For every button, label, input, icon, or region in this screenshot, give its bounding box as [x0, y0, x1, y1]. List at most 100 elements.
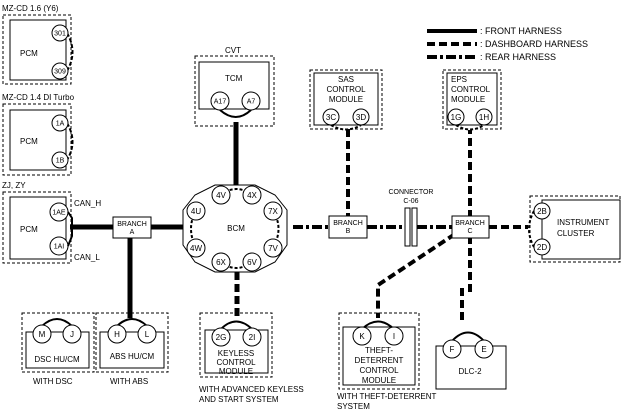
cvt-label: CVT: [225, 46, 241, 55]
connector-label-line-2: C-06: [403, 198, 418, 205]
abs-outline: [95, 312, 169, 373]
theft-outline: [338, 312, 420, 390]
dsc-outline: [21, 312, 95, 373]
pcm-variant-1-outline: [2, 14, 72, 85]
sas-pin-3c: [322, 108, 340, 126]
keyless-label-line-3: MODULE: [219, 367, 253, 376]
dsc-pin-j-label: J: [70, 330, 74, 339]
keyless-pin-2i-label: 2I: [249, 333, 256, 342]
keyless-label-line-1: KEYLESS: [218, 349, 254, 358]
sas-pin-3d-label: 3D: [356, 113, 366, 122]
abs-pin-joint: [116, 318, 148, 327]
legend-rear-label: : REAR HARNESS: [480, 52, 556, 62]
sas-pin-joint: [330, 124, 362, 131]
dlc-pin-f-label: F: [450, 345, 455, 354]
sas-pin-3d: [352, 108, 370, 126]
sas-label-line-3: MODULE: [329, 95, 363, 104]
pcm-variant-3-pin-top-label: 1AE: [52, 210, 66, 217]
with-dsc-caption: WITH DSC: [33, 377, 73, 386]
bcm-outline: [182, 184, 288, 273]
eps-label-line-2: CONTROL: [451, 85, 491, 94]
pcm-variant-2-pin-top-label: 1A: [56, 121, 65, 128]
tcm-pin-joint: [219, 109, 252, 118]
sas-label-line-1: SAS: [338, 75, 354, 84]
bcm-label: BCM: [227, 224, 245, 233]
theft-pin-k-label: K: [359, 332, 365, 341]
abs-pin-l: [137, 324, 157, 344]
eps-label-line-1: EPS: [451, 75, 467, 84]
pcm-variant-3-pin-bottom-label: 1AI: [54, 244, 65, 251]
keyless-outline: [199, 312, 273, 378]
pcm-variant-2-pin-bottom-label: 1B: [56, 158, 65, 165]
pcm-variant-1-pin-top: [51, 24, 69, 42]
branch-c-box: [451, 215, 490, 239]
variant-mzcd16-label: MZ-CD 1.6 (Y6): [2, 4, 59, 13]
keyless-pin-2g: [211, 327, 231, 347]
with-keyless-caption-line-2: AND START SYSTEM: [199, 395, 279, 404]
pcm-variant-3-outline: [2, 191, 72, 264]
instrument-cluster-box: [541, 199, 621, 260]
tcm-pin-a7: [241, 91, 261, 111]
bcm-pin-7v: [263, 238, 283, 258]
bcm-pin-7x: [263, 201, 283, 221]
pcm-variant-2-outline: [2, 103, 72, 176]
theft-label-line-3: CONTROL: [359, 366, 399, 375]
theft-pin-k: [352, 326, 372, 346]
dlc-pin-e: [474, 339, 494, 359]
branch-b-label-line-1: BRANCH: [333, 220, 363, 227]
keyless-pin-joint: [220, 320, 253, 330]
can-low-label: CAN_L: [74, 253, 100, 262]
keyless-pin-2g-label: 2G: [216, 333, 227, 342]
dlc-pin-joint: [451, 331, 485, 342]
theft-pin-i-label: I: [393, 332, 395, 341]
pcm-variant-2-twist: [66, 122, 74, 161]
keyless-label-line-2: CONTROL: [216, 358, 256, 367]
variant-mzcd14-label: MZ-CD 1.4 DI Turbo: [2, 93, 75, 102]
bcm-pin-6v: [242, 252, 262, 272]
abs-pin-l-label: L: [145, 330, 150, 339]
bcm-pin-4u: [186, 201, 206, 221]
instrument-cluster-pin-2b: [533, 202, 551, 220]
connector-label-line-1: CONNECTOR: [389, 189, 434, 196]
pcm-variant-3-joint: [67, 211, 73, 247]
instrument-cluster-label-line-2: CLUSTER: [557, 229, 595, 238]
instrument-cluster-pin-2b-label: 2B: [537, 207, 547, 216]
eps-label-line-3: MODULE: [451, 95, 485, 104]
abs-pin-h: [107, 324, 127, 344]
pcm-variant-2-pin-top: [51, 114, 69, 132]
tcm-pin-a17: [210, 91, 230, 111]
dsc-pin-joint: [41, 318, 73, 327]
branch-a-label-line-1: BRANCH: [117, 221, 147, 228]
tcm-label: TCM: [225, 74, 243, 83]
branch-a-box: [112, 216, 152, 239]
eps-pin-joint: [455, 124, 485, 131]
theft-label-line-2: DETERRENT: [355, 356, 404, 365]
with-abs-caption: WITH ABS: [110, 377, 148, 386]
branch-c-label-line-2: C: [467, 228, 472, 235]
bcm-pin-6x-label: 6X: [216, 258, 226, 267]
instrument-cluster-pin-2d-label: 2D: [537, 243, 547, 252]
eps-pin-1g: [447, 108, 465, 126]
with-theft-caption-line-2: SYSTEM: [337, 402, 370, 411]
bcm-pin-7x-label: 7X: [268, 207, 278, 216]
legend: : FRONT HARNESS : DASHBOARD HARNESS : RE…: [427, 26, 588, 62]
dlc-pin-f: [442, 339, 462, 359]
pcm-variant-1-pin-bottom-label: 309: [54, 69, 66, 76]
with-theft-caption-line-1: WITH THEFT-DETERRENT: [337, 392, 437, 401]
eps-pin-1h: [475, 108, 493, 126]
tcm-outline: [194, 55, 275, 127]
dsc-pin-j: [62, 324, 82, 344]
sas-label-line-2: CONTROL: [326, 85, 366, 94]
branch-a-label-line-2: A: [130, 229, 135, 236]
bcm-pin-4u-label: 4U: [191, 207, 201, 216]
bcm-pin-7v-label: 7V: [268, 244, 278, 253]
pcm-variant-2-label: PCM: [20, 137, 38, 146]
branch-c-label-line-1: BRANCH: [455, 220, 485, 227]
branch-b-label-line-2: B: [346, 228, 351, 235]
dsc-label: DSC HU/CM: [34, 355, 80, 364]
legend-front-label: : FRONT HARNESS: [480, 26, 562, 36]
abs-label: ABS HU/CM: [110, 352, 155, 361]
pcm-variant-1-pin-top-label: 301: [54, 31, 66, 38]
sas-pin-3c-label: 3C: [326, 113, 336, 122]
